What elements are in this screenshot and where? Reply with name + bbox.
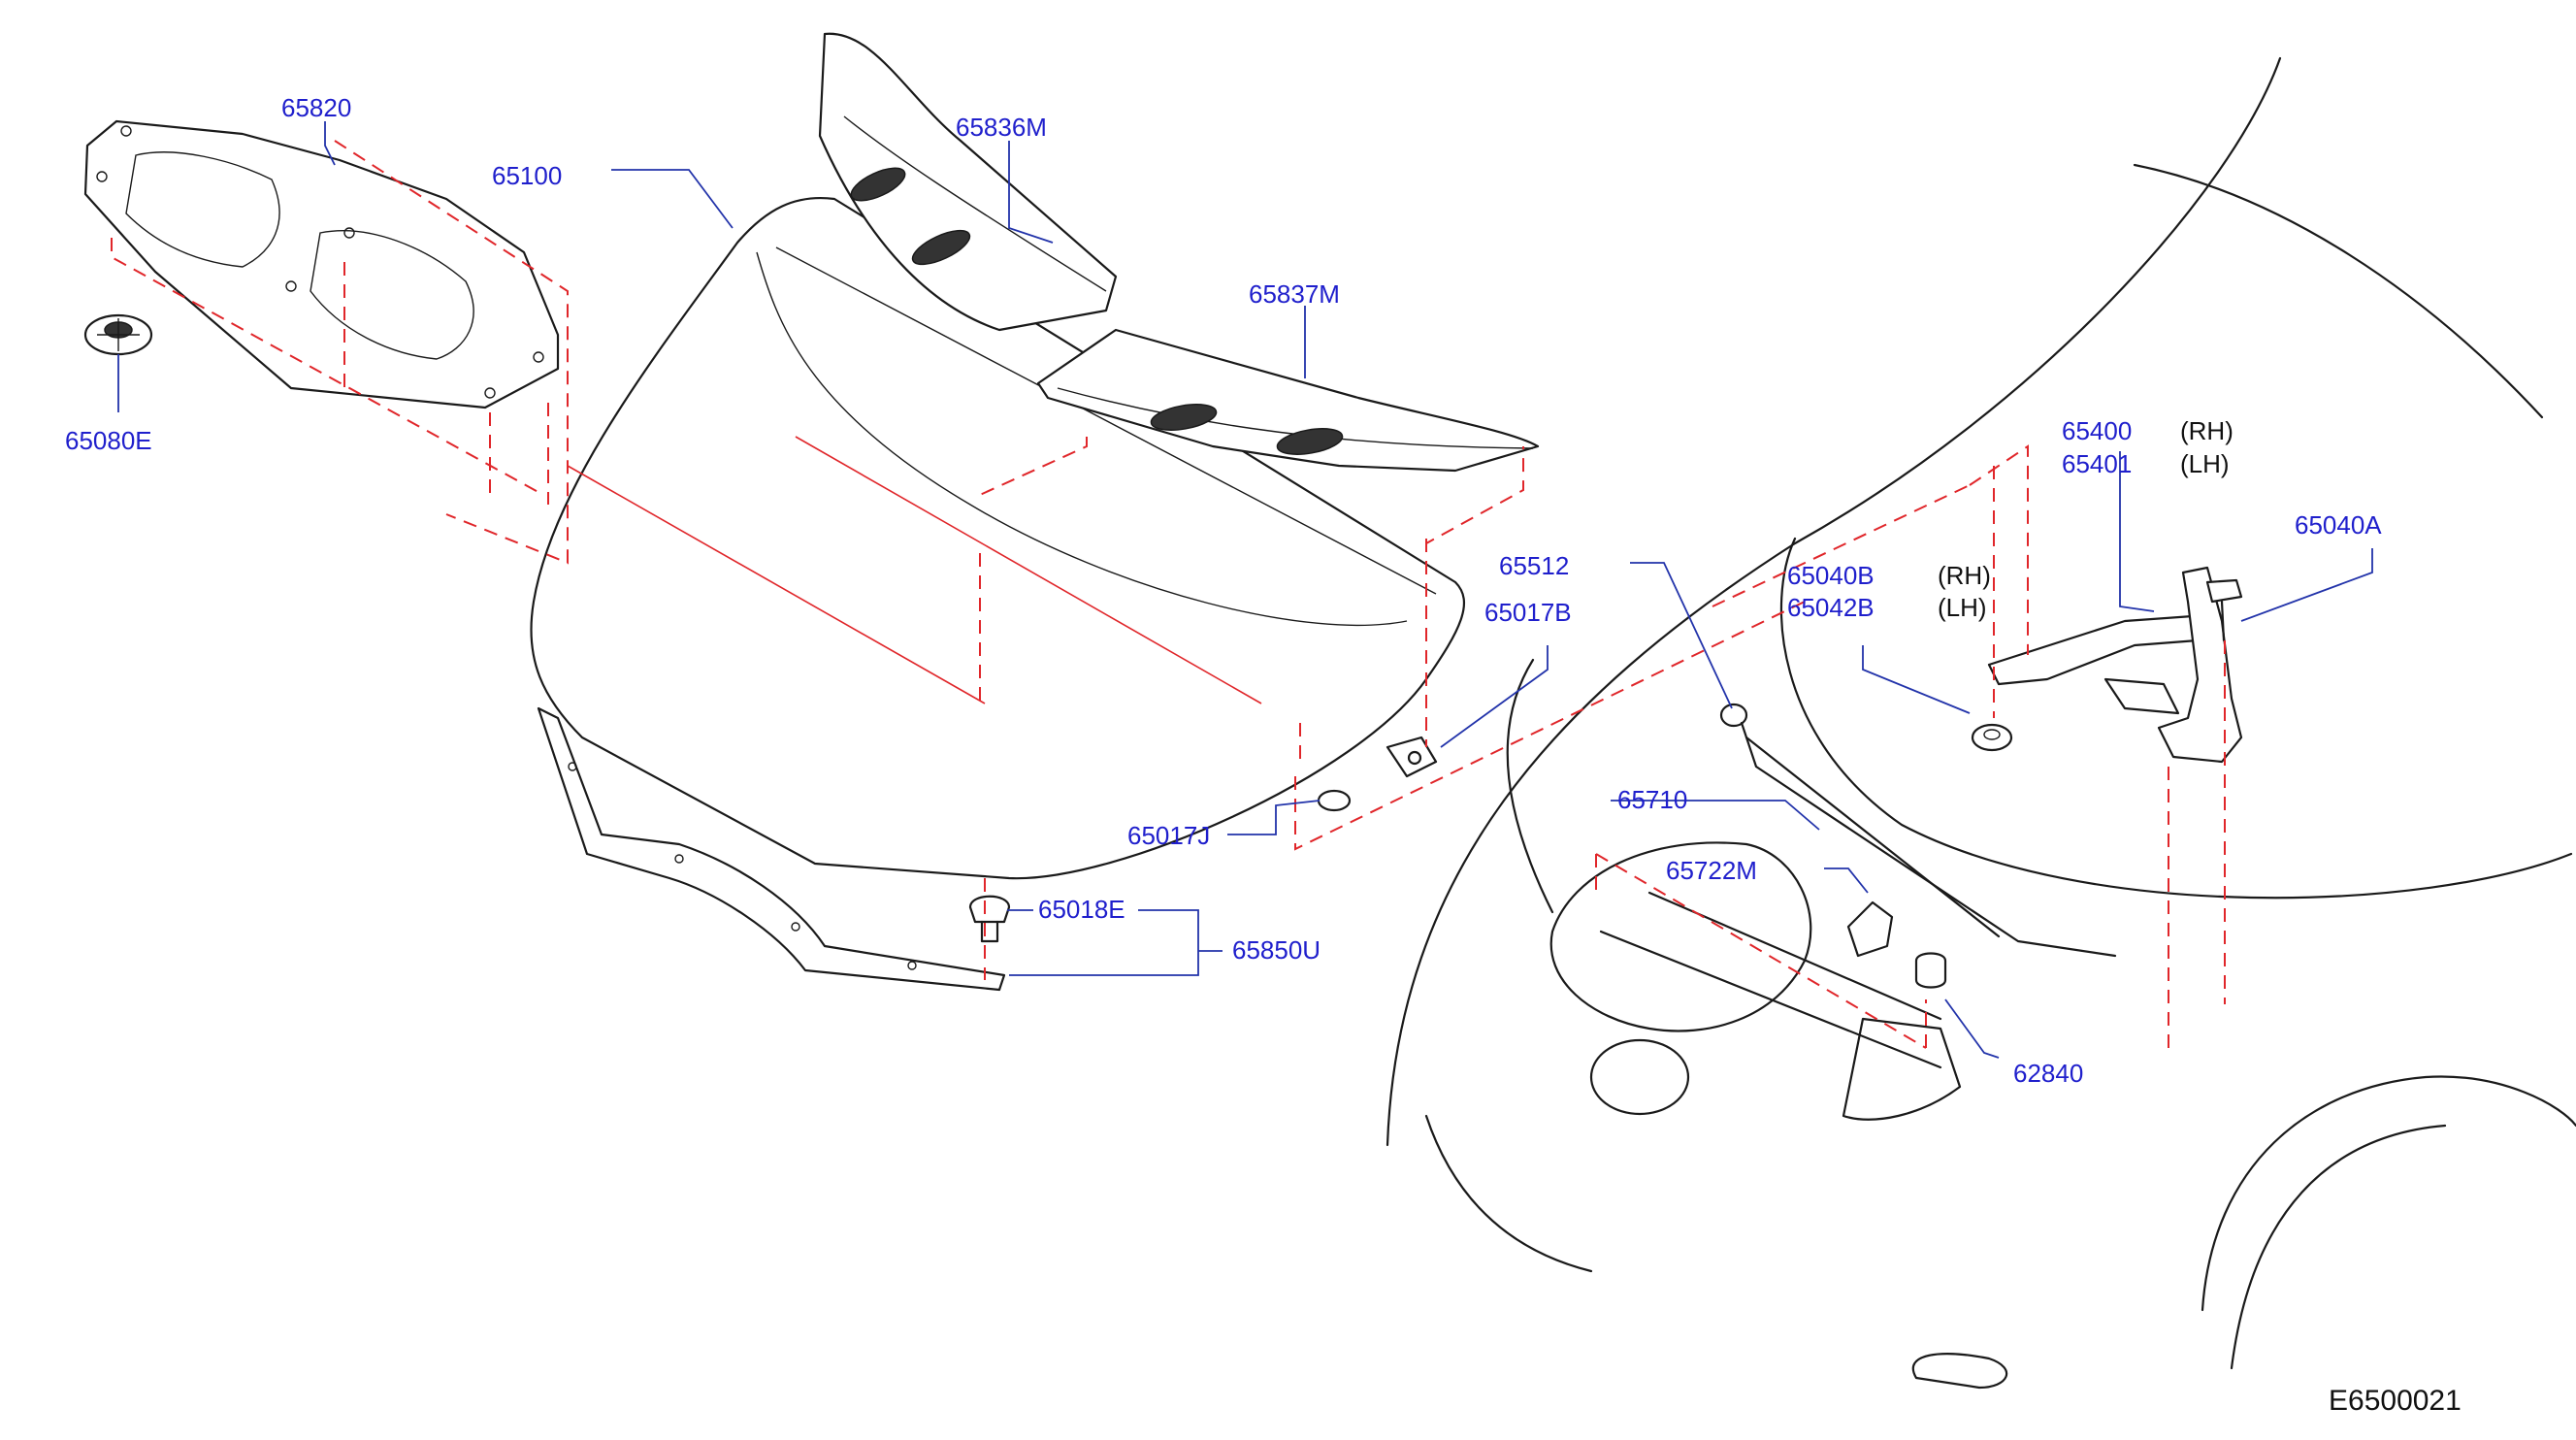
hood-hinge-drawing (1987, 566, 2243, 764)
label-hinge-rh: (RH) (2180, 416, 2234, 445)
label-65710: 65710 (1617, 785, 1687, 814)
label-65080E: 65080E (65, 426, 152, 455)
vehicle-body-drawing (1386, 56, 2576, 1390)
leader-lines (117, 121, 2373, 1059)
label-65040B: 65040B (1787, 561, 1875, 590)
label-65722M: 65722M (1666, 856, 1757, 885)
label-hinge-lh: (LH) (2180, 449, 2230, 478)
label-65401: 65401 (2062, 449, 2132, 478)
label-65017J: 65017J (1127, 821, 1210, 850)
label-65837M: 65837M (1249, 279, 1340, 309)
hinge-nut-drawing (1971, 723, 2013, 752)
hood-support-rod-drawing (1740, 721, 2117, 958)
alignment-lines (111, 140, 2226, 1049)
hood-insulator-drawing (83, 119, 560, 409)
label-bolt-rh: (RH) (1938, 561, 1991, 590)
label-65018E: 65018E (1038, 895, 1125, 924)
label-65850U: 65850U (1232, 935, 1321, 965)
support-rod-clip-drawing (1846, 900, 1894, 958)
label-65042B: 65042B (1787, 593, 1875, 622)
label-bolt-lh: (LH) (1938, 593, 1987, 622)
front-molding-drawing (537, 706, 1006, 992)
diagram-code: E6500021 (2329, 1385, 2462, 1417)
label-65836M: 65836M (956, 113, 1047, 142)
support-rod-grommet-drawing (1719, 703, 1748, 728)
label-65820: 65820 (281, 93, 351, 122)
label-65400: 65400 (2062, 416, 2132, 445)
label-65040A: 65040A (2295, 510, 2382, 540)
molding-clip-drawing (968, 895, 1011, 943)
label-65100: 65100 (492, 161, 562, 190)
air-guide-lower-drawing (1036, 328, 1540, 473)
label-65512: 65512 (1499, 551, 1569, 580)
hood-seal-pad-drawing (1317, 789, 1352, 812)
insulator-clip-drawing (83, 313, 153, 356)
air-guide-upper-drawing (818, 32, 1118, 332)
label-62840: 62840 (2013, 1059, 2083, 1088)
hood-panel-drawing (530, 197, 1465, 880)
label-65017B: 65017B (1484, 598, 1572, 627)
hinge-bolt-drawing (2205, 578, 2243, 642)
hood-bumper-rubber-drawing (1914, 952, 1947, 989)
hood-stopper-drawing (1386, 736, 1438, 778)
